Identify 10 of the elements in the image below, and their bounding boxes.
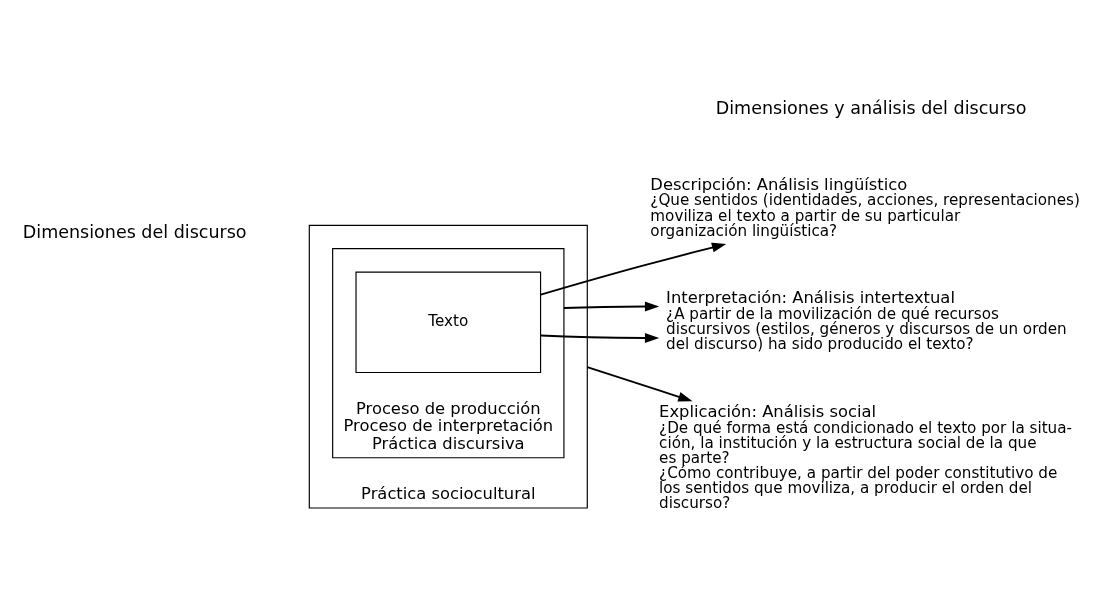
label: Dimensiones y análisis del discurso bbox=[715, 97, 1027, 118]
arrow bbox=[539, 332, 660, 343]
arrow bbox=[539, 242, 727, 296]
node-text: Descripción: Análisis lingüístico ¿Que sentidos (identidades, acciones, representaciones) moviliza el texto a partir de su particular organización lingüística? bbox=[650, 174, 1080, 240]
label: Dimensiones del discurso bbox=[22, 221, 247, 242]
arrow bbox=[563, 301, 660, 312]
node-text: Explicación: Análisis social ¿De qué forma está condicionado el texto por la situa- ción, la institución y la estructura social de la que es parte? ¿Cómo contribuye, a partir del poder constitutivo de los sentidos que moviliza, a producir el orden del discurso? bbox=[659, 401, 1072, 512]
arrow bbox=[586, 365, 693, 402]
node-box: Texto bbox=[355, 270, 542, 373]
node-text: Interpretación: Análisis intertextual ¿A partir de la movilización de qué recursos discursivos (estilos, géneros y discursos de un orden del discurso) ha sido producido el texto? bbox=[666, 287, 1067, 353]
